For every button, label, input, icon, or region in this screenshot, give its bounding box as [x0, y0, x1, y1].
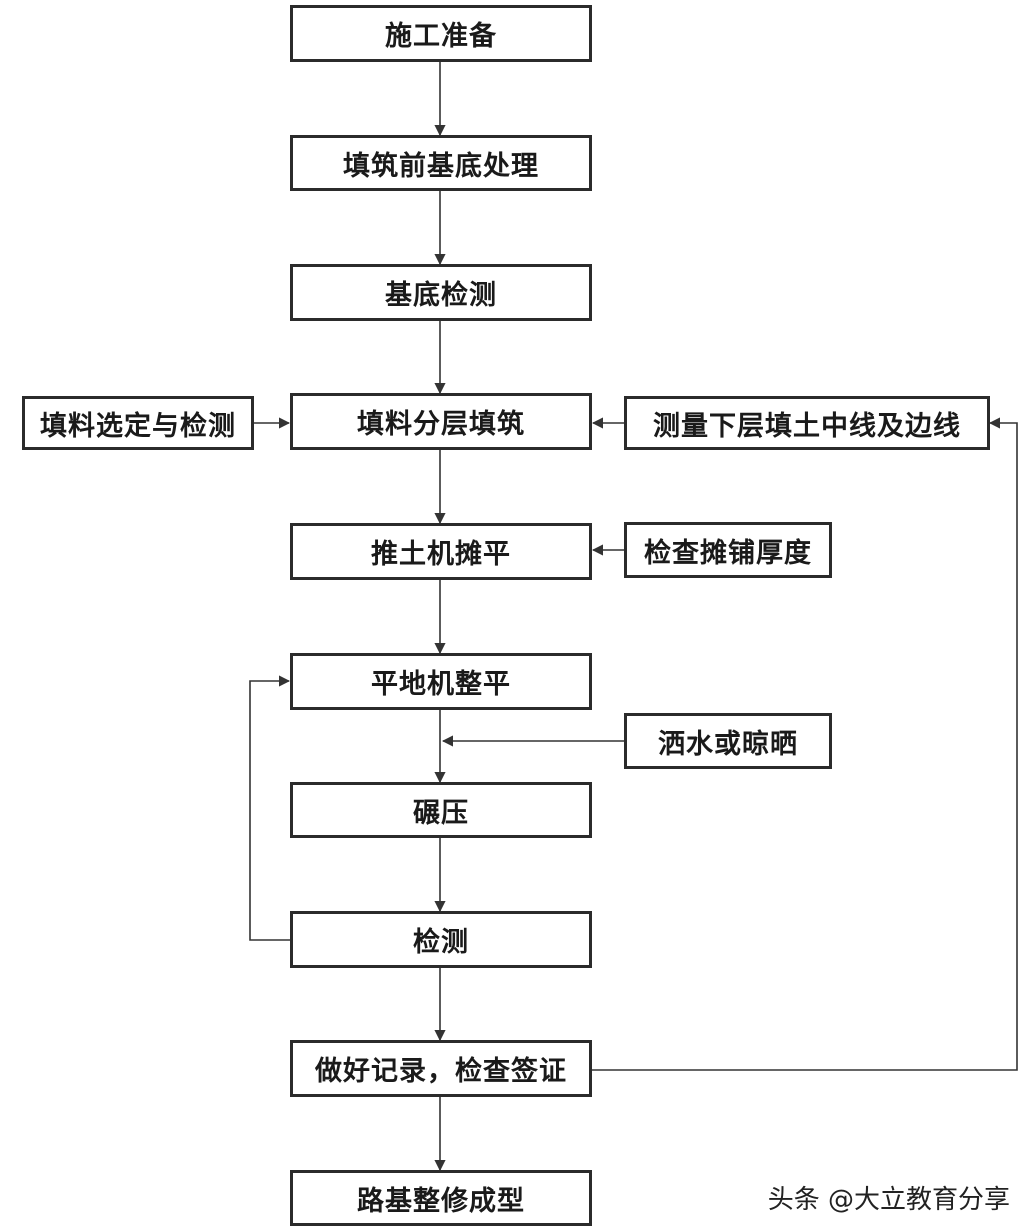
- step-prep: 施工准备: [290, 5, 592, 62]
- watermark: 头条 @大立教育分享: [767, 1185, 1010, 1215]
- side-material: 填料选定与检测: [22, 396, 254, 450]
- step-record: 做好记录，检查签证: [290, 1040, 592, 1097]
- side-water: 洒水或晾晒: [624, 713, 832, 769]
- loop-record-to-survey: [590, 417, 1018, 1071]
- step-compact: 碾压: [290, 782, 592, 838]
- step-final: 路基整修成型: [290, 1170, 592, 1226]
- loop-inspect-to-grader: [249, 675, 291, 941]
- step-base-inspect: 基底检测: [290, 264, 592, 321]
- side-thickness: 检查摊铺厚度: [624, 522, 832, 578]
- step-bulldozer: 推土机摊平: [290, 523, 592, 580]
- step-inspect: 检测: [290, 911, 592, 968]
- step-grader: 平地机整平: [290, 653, 592, 710]
- step-layer-fill: 填料分层填筑: [290, 393, 592, 450]
- step-base-treatment: 填筑前基底处理: [290, 135, 592, 191]
- side-survey: 测量下层填土中线及边线: [624, 396, 990, 450]
